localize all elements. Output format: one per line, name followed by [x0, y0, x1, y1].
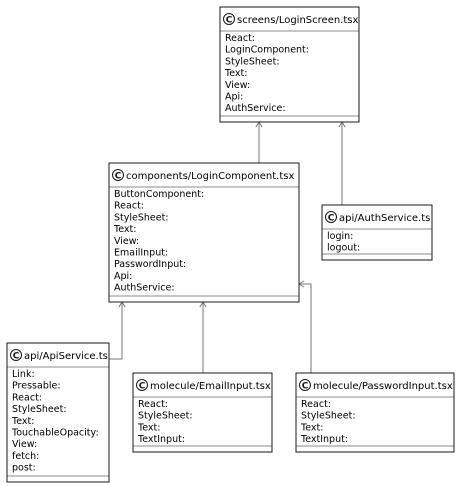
class-member: StyleSheet:	[12, 404, 67, 415]
svg-text:C: C	[115, 171, 122, 181]
class-member: View:	[114, 236, 139, 247]
class-member: ButtonComponent:	[114, 189, 204, 200]
class-title: screens/LoginScreen.tsx	[237, 15, 358, 26]
class-member: StyleSheet:	[138, 411, 193, 422]
svg-text:C: C	[302, 381, 309, 391]
class-member: LoginComponent:	[225, 45, 309, 56]
svg-text:C: C	[139, 381, 146, 391]
class-member: post:	[12, 463, 36, 474]
class-box-frame	[6, 342, 110, 483]
dependency-edges	[109, 121, 346, 373]
edge-api-service-to-login-component	[109, 301, 126, 360]
class-member: PasswordInput:	[114, 259, 186, 270]
class-title: molecule/EmailInput.tsx	[150, 381, 271, 392]
class-box-frame	[108, 162, 300, 303]
class-member: Text:	[11, 416, 34, 427]
edge-password-input-to-login-component	[298, 280, 312, 373]
class-member: TouchableOpacity:	[11, 428, 99, 439]
class-member: Text:	[113, 224, 136, 235]
edge-email-input-to-login-component	[199, 301, 207, 373]
class-c-icon: C	[136, 379, 148, 391]
class-box-frame	[295, 372, 455, 453]
class-member: login:	[327, 231, 353, 242]
class-title: api/AuthService.ts	[339, 213, 430, 224]
class-member: React:	[225, 33, 255, 44]
class-member: Link:	[12, 369, 35, 380]
class-c-icon: C	[10, 349, 22, 361]
class-member: Pressable:	[12, 381, 61, 392]
edge-auth-service-to-login-screen	[338, 121, 346, 205]
class-member: StyleSheet:	[301, 411, 356, 422]
class-c-icon: C	[112, 169, 124, 181]
class-member: React:	[301, 399, 331, 410]
svg-text:C: C	[13, 351, 20, 361]
class-member: TextInput:	[300, 434, 348, 445]
class-member: logout:	[327, 243, 360, 254]
class-member: View:	[12, 439, 37, 450]
class-member: StyleSheet:	[225, 56, 280, 67]
class-member: fetch:	[12, 451, 39, 462]
class-title: molecule/PasswordInput.tsx	[313, 381, 453, 392]
class-member: View:	[225, 80, 250, 91]
class-box-frame	[132, 372, 273, 453]
class-box-frame	[321, 204, 433, 261]
class-member: Api:	[225, 92, 243, 103]
class-title: api/ApiService.ts	[24, 351, 108, 362]
class-c-icon: C	[223, 13, 235, 25]
svg-text:C: C	[226, 15, 233, 25]
class-member: Text:	[224, 68, 247, 79]
class-member: React:	[138, 399, 168, 410]
class-member: Api:	[114, 271, 132, 282]
class-member: TextInput:	[137, 434, 185, 445]
class-title: components/LoginComponent.tsx	[126, 171, 294, 182]
class-c-icon: C	[299, 379, 311, 391]
class-member: Text:	[137, 422, 160, 433]
class-member: AuthService:	[225, 103, 286, 114]
svg-text:C: C	[328, 213, 335, 223]
class-c-icon: C	[325, 211, 337, 223]
class-member: AuthService:	[114, 283, 175, 294]
class-member: EmailInput:	[114, 248, 168, 259]
class-member: React:	[12, 392, 42, 403]
class-box-frame	[219, 6, 360, 123]
class-member: StyleSheet:	[114, 212, 169, 223]
class-member: Text:	[300, 422, 323, 433]
edge-login-component-to-login-screen	[255, 121, 263, 163]
class-member: React:	[114, 201, 144, 212]
